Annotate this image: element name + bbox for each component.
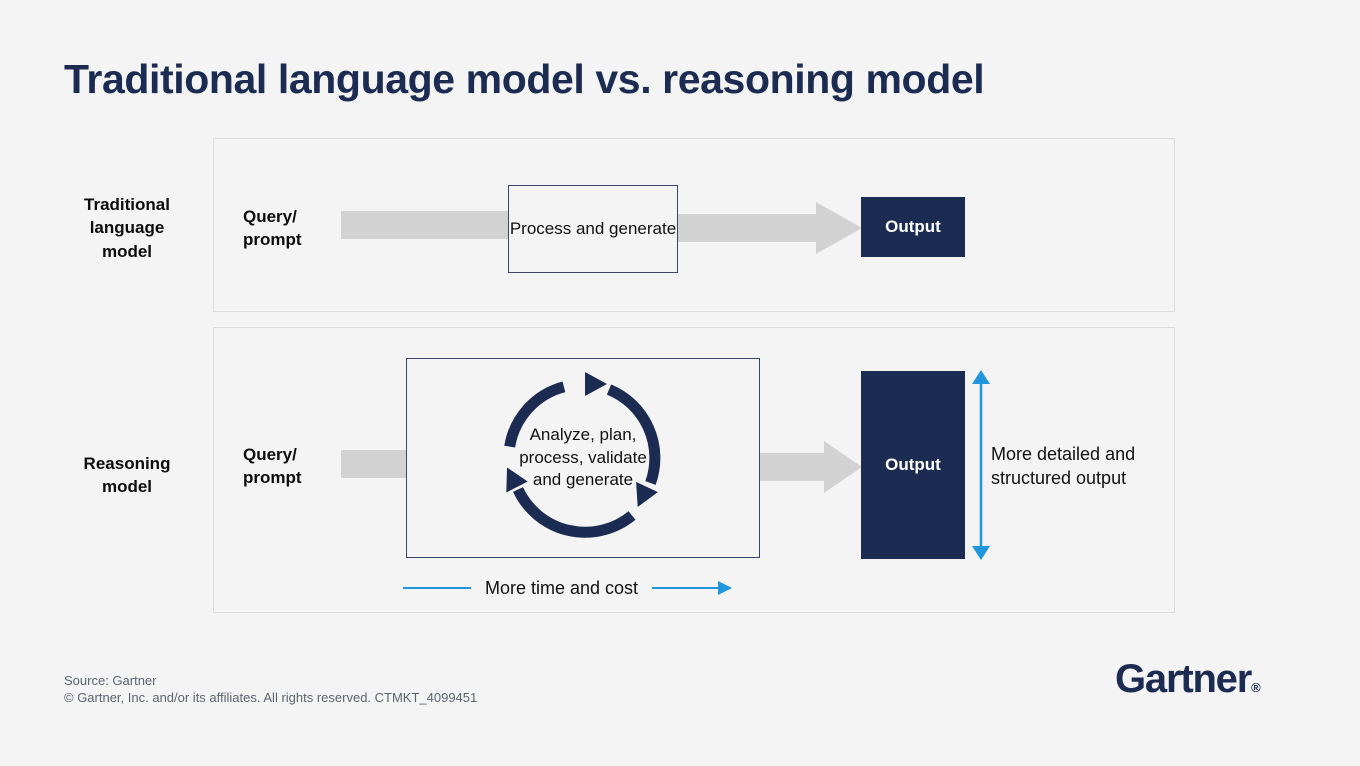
- flow-arrow-process-to-output: [672, 200, 862, 256]
- gartner-logo: Gartner®: [1115, 659, 1261, 699]
- circular-loop-icon: [504, 372, 661, 538]
- flow-arrow-cycle-to-output: [758, 439, 862, 495]
- registered-trademark-icon: ®: [1251, 680, 1261, 695]
- output-box-reasoning: Output: [861, 371, 965, 559]
- output-label-reasoning: Output: [885, 455, 941, 474]
- row-label-line-2: model: [101, 477, 153, 497]
- page-title: Traditional language model vs. reasoning…: [64, 56, 985, 102]
- more-detailed-output-note: More detailed and structured output: [991, 444, 1136, 489]
- query-line-1: Query/: [243, 445, 297, 464]
- query-line-2: prompt: [243, 467, 302, 487]
- more-time-and-cost-annotation: More time and cost: [403, 572, 765, 604]
- process-and-generate-label: Process and generate: [509, 218, 677, 238]
- query-prompt-label-reasoning: Query/ prompt: [243, 444, 302, 489]
- reasoning-cycle-label: Analyze, plan, process, validate and gen…: [519, 425, 647, 490]
- output-size-double-arrow: [968, 368, 994, 567]
- query-line-2: prompt: [243, 229, 302, 249]
- row-label-traditional: Traditional language model: [52, 193, 202, 263]
- row-label-line-2: language: [89, 218, 165, 238]
- time-cost-arrow-right: [652, 581, 733, 595]
- output-box-traditional: Output: [861, 197, 965, 257]
- row-label-reasoning: Reasoning model: [52, 452, 202, 499]
- row-label-line-1: Reasoning: [83, 454, 171, 473]
- footer-source: Source: Gartner: [64, 673, 157, 688]
- reasoning-cycle-box: Analyze, plan, process, validate and gen…: [406, 358, 760, 558]
- query-prompt-label-traditional: Query/ prompt: [243, 206, 302, 251]
- footer: Source: Gartner © Gartner, Inc. and/or i…: [64, 672, 477, 706]
- time-cost-line-left: [403, 587, 471, 589]
- flow-bar-query-to-cycle: [341, 450, 413, 478]
- footer-copyright: © Gartner, Inc. and/or its affiliates. A…: [64, 690, 478, 706]
- process-and-generate-box: Process and generate: [508, 185, 678, 273]
- output-label-traditional: Output: [885, 217, 941, 236]
- more-time-and-cost-label: More time and cost: [485, 577, 639, 598]
- gartner-logo-text: Gartner: [1115, 657, 1252, 701]
- row-label-line-1: Traditional: [84, 195, 170, 214]
- query-line-1: Query/: [243, 207, 297, 226]
- flow-bar-query-to-process: [341, 211, 516, 239]
- row-label-line-3: model: [101, 241, 153, 261]
